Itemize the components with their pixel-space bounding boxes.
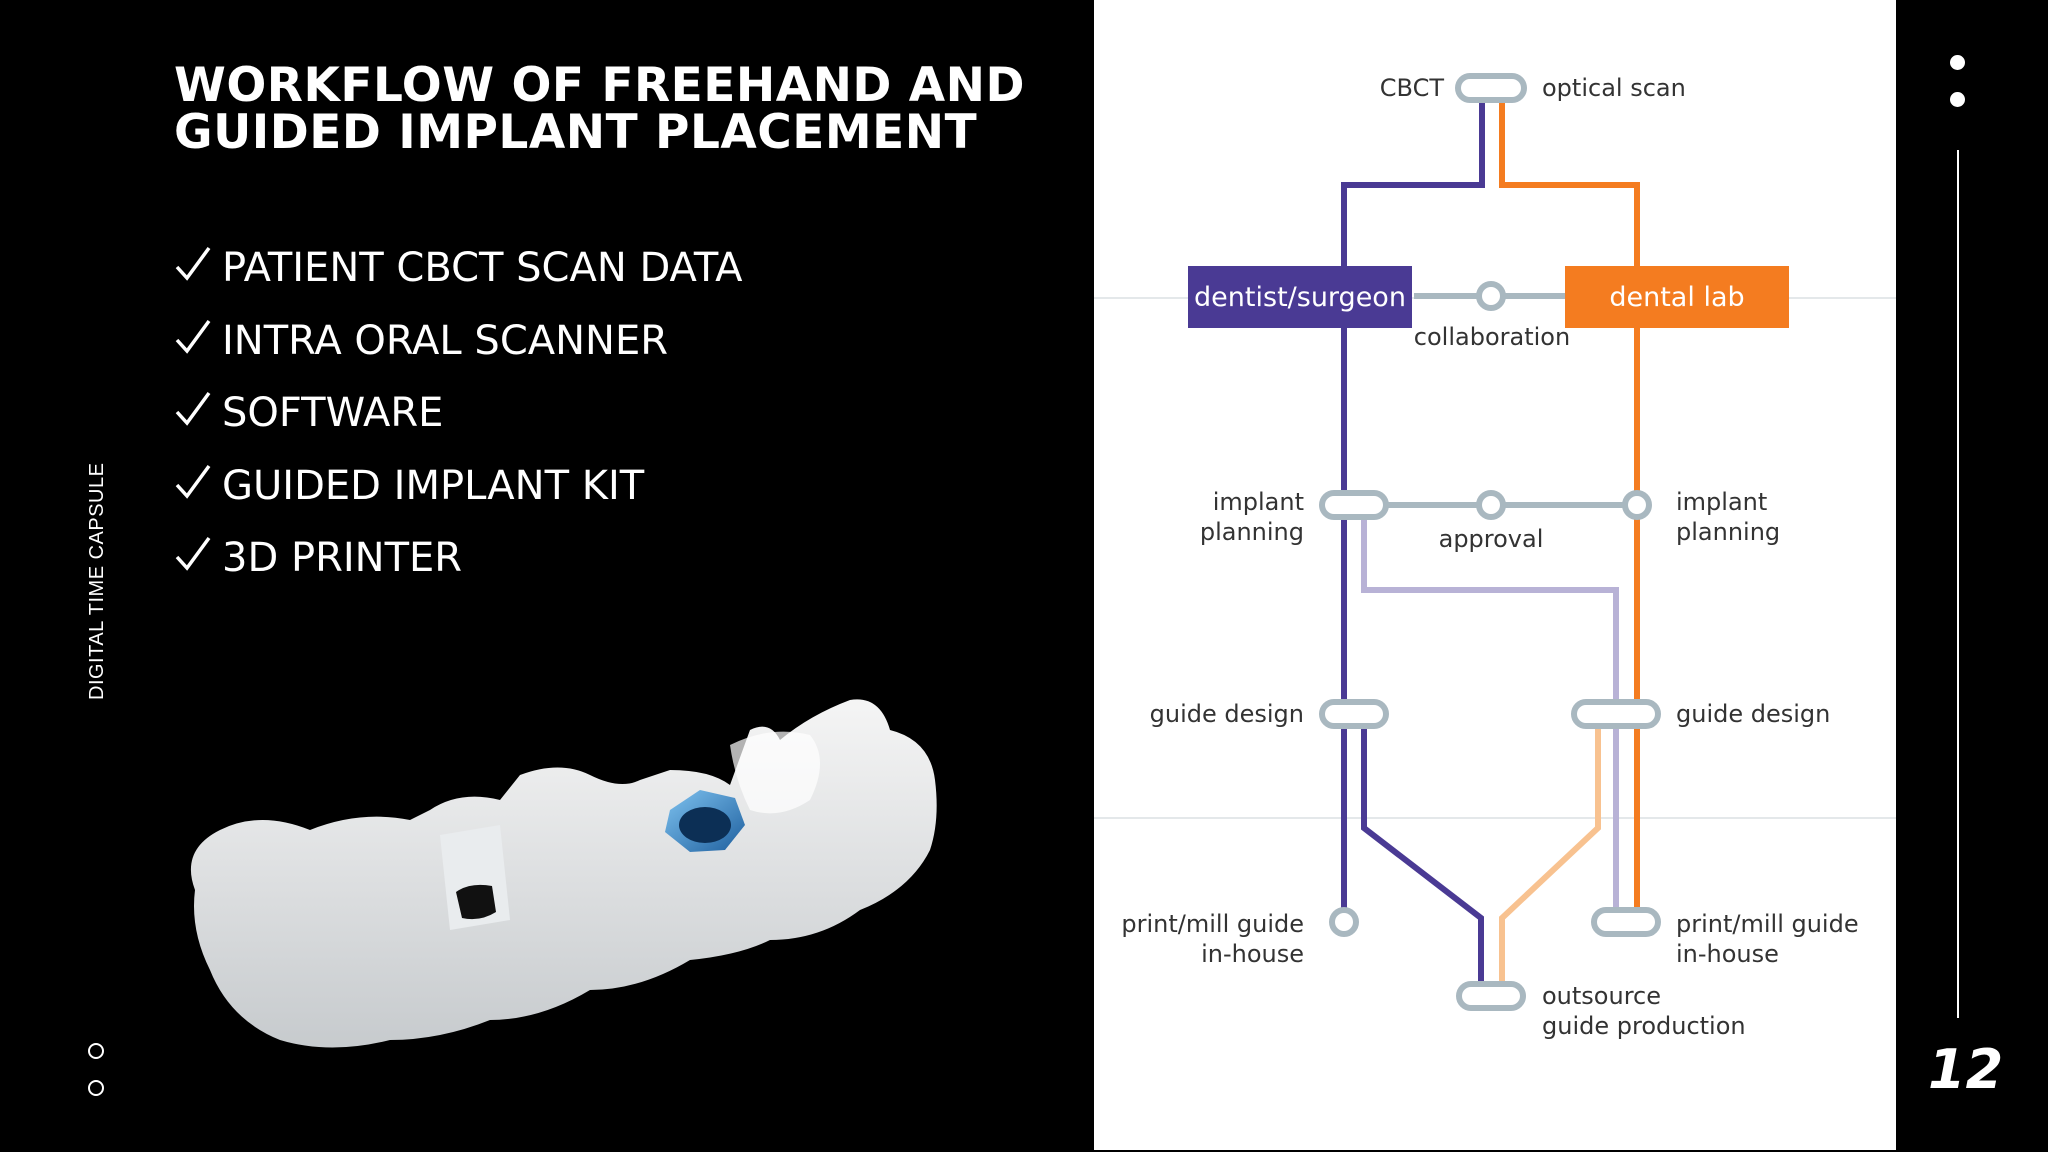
checkmark-icon [174,454,222,502]
checklist-item-label: GUIDED IMPLANT KIT [222,462,645,509]
checkmark-icon [174,236,222,284]
implant-planning-left-label-1: implant [1213,488,1304,516]
implant-planning-right-label-2: planning [1676,518,1780,546]
requirements-checklist: PATIENT CBCT SCAN DATA INTRA ORAL SCANNE… [174,232,743,595]
checklist-item: PATIENT CBCT SCAN DATA [174,232,743,305]
workflow-diagram: dentist/surgeon dental lab CBCT optical … [1094,73,1896,1040]
guide-design-right-label: guide design [1676,700,1830,728]
approval-path-line [1361,505,1619,920]
slide-title: WORKFLOW OF FREEHAND AND GUIDED IMPLANT … [174,62,1074,156]
print-left-label-1: print/mill guide [1121,910,1304,938]
approval-label: approval [1439,525,1544,553]
cbct-label: CBCT [1380,74,1445,102]
checklist-item-label: SOFTWARE [222,390,444,436]
dentist-box-label: dentist/surgeon [1194,282,1406,313]
outsource-station [1456,981,1526,1011]
checklist-item-label: PATIENT CBCT SCAN DATA [222,245,743,291]
checkmark-icon [174,309,222,357]
vertical-divider [1957,150,1959,1018]
checkmark-icon [174,526,222,574]
guide-design-left-label: guide design [1150,700,1304,728]
surgical-guide-image [190,699,937,1048]
checklist-item: SOFTWARE [174,377,743,450]
lab-outsource-path-line [1499,728,1601,995]
guide-design-station-left [1319,699,1389,729]
page-number: 12 [1928,1038,2004,1101]
outsource-label-2: guide production [1542,1012,1746,1040]
guide-design-station-right [1571,699,1661,729]
lab-path-line [1499,86,1640,920]
collaboration-label: collaboration [1414,323,1570,351]
collaboration-station [1476,281,1506,311]
circle-outline-icon [88,1043,104,1059]
checklist-item-label: INTRA ORAL SCANNER [222,317,669,364]
dental-lab-box [1565,266,1789,328]
decorative-circles [88,1043,104,1117]
print-right-label-1: print/mill guide [1676,910,1859,938]
print-right-label-2: in-house [1676,940,1779,968]
checklist-item: GUIDED IMPLANT KIT [174,450,743,523]
workflow-diagram-panel: dentist/surgeon dental lab CBCT optical … [1094,0,1896,1150]
slide-title-line-1: WORKFLOW OF FREEHAND AND [174,58,1026,113]
optical-scan-label: optical scan [1542,74,1686,102]
checkmark-icon [174,381,222,429]
decorative-dots [1950,55,1965,129]
scan-station [1455,73,1527,103]
circle-outline-icon [88,1080,104,1096]
slide-title-line-2: GUIDED IMPLANT PLACEMENT [174,105,978,160]
print-inhouse-station-left [1329,907,1359,937]
dentist-path-line [1341,86,1485,920]
implant-planning-station-right [1622,490,1652,520]
implant-planning-left-label-2: planning [1200,518,1304,546]
implant-planning-right-label-1: implant [1676,488,1767,516]
approval-station [1476,490,1506,520]
dental-lab-box-label: dental lab [1609,282,1744,313]
checklist-item: 3D PRINTER [174,522,743,595]
dentist-outsource-path-line [1361,715,1484,995]
dot-icon [1950,55,1965,70]
dentist-box [1188,266,1412,328]
checklist-item-label: 3D PRINTER [222,535,463,581]
outsource-label-1: outsource [1542,982,1661,1010]
side-label: DIGITAL TIME CAPSULE [86,462,108,700]
checklist-item: INTRA ORAL SCANNER [174,305,743,378]
implant-planning-station-left [1319,490,1389,520]
dot-icon [1950,92,1965,107]
print-left-label-2: in-house [1201,940,1304,968]
print-inhouse-station-right [1591,907,1661,937]
